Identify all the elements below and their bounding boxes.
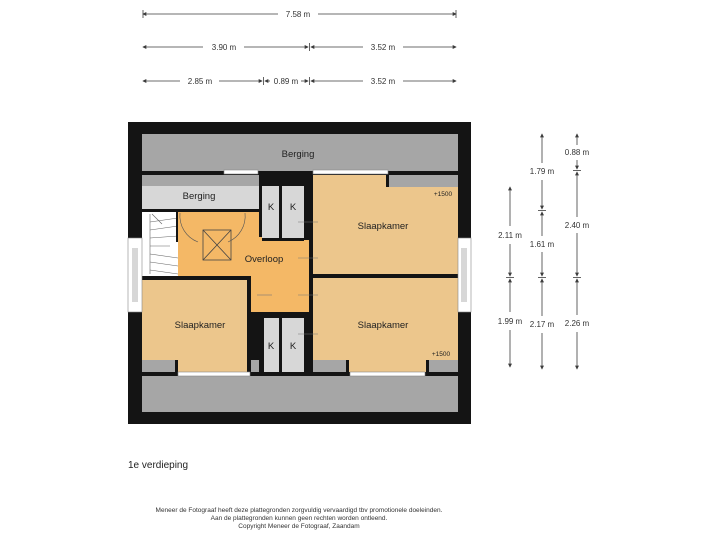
hatch-cross: [202, 229, 232, 261]
k-top-bottomwall: [262, 238, 304, 241]
dimension-lines-horizontal: [142, 12, 457, 83]
k-bottom-right-area: [282, 318, 304, 372]
wall-mid-horizontal: [309, 274, 458, 278]
roof-zone-bottom: [142, 376, 458, 412]
wall-left-room-top: [142, 276, 250, 280]
window-gap-right: [461, 248, 467, 302]
slaapkamer-bottom-right-label: Slaapkamer: [358, 320, 409, 331]
k-top-leftwall: [259, 175, 262, 237]
height-bottom-right-label: +1500: [432, 351, 451, 358]
window-gap-left: [132, 248, 138, 302]
inner-dark-band-top: [142, 171, 458, 175]
dim-089-label: 0.89 m: [274, 77, 299, 86]
footer-line-1: Meneer de Fotograaf heeft deze plattegro…: [155, 507, 443, 514]
wall-left-room-right: [247, 276, 251, 372]
slaapkamer-bottom-right-roof: [429, 360, 458, 372]
stair-arrow: [151, 213, 163, 225]
window: [223, 169, 259, 175]
berging-left-wall: [142, 209, 262, 212]
slaapkamer-top-right-room: [313, 175, 458, 274]
slaapkamer-top-right-roofedge: [386, 175, 389, 187]
dim-285-label: 2.85 m: [188, 77, 213, 86]
dim-total-label: 7.58 m: [286, 10, 311, 19]
slaapkamer-bottom-left-roof: [142, 360, 175, 372]
dim-088-label: 0.88 m: [565, 148, 590, 157]
dim-240-label: 2.40 m: [565, 221, 590, 230]
dim-226-label: 2.26 m: [565, 319, 590, 328]
dim-352b-label: 3.52 m: [371, 77, 396, 86]
dimension-lines-vertical: [508, 133, 579, 370]
roof-zone-top: [142, 134, 458, 171]
slaapkamer-bottom-right-roofedge2: [346, 360, 349, 372]
k-top-left-area: [262, 186, 279, 240]
k-top-left-label: K: [268, 202, 275, 213]
slaapkamer-bottom-left-roof2: [251, 360, 259, 372]
k-top-right-label: K: [290, 202, 297, 213]
k-bottom-left-area: [264, 318, 279, 372]
stair-steps: [149, 217, 179, 275]
slaapkamer-bottom-left-label: Slaapkamer: [175, 320, 226, 331]
hatch: [202, 229, 232, 261]
dimension-ticks: [142, 10, 457, 85]
stair-wall: [176, 212, 179, 242]
dim-217-label: 2.17 m: [530, 320, 555, 329]
dim-199-label: 1.99 m: [498, 317, 523, 326]
overloop-label: Overloop: [245, 254, 284, 265]
dim-179-label: 1.79 m: [530, 167, 555, 176]
slaapkamer-top-right-label: Slaapkamer: [358, 221, 409, 232]
dim-352-label: 3.52 m: [371, 43, 396, 52]
inner-dark-band-bottom: [142, 372, 458, 376]
k-bottom-leftwall: [259, 316, 264, 374]
berging-left-label: Berging: [183, 191, 216, 202]
window: [312, 169, 389, 175]
footer-line-3: Copyright Meneer de Fotograaf, Zaandam: [238, 523, 360, 530]
k-top-right-area: [282, 186, 304, 240]
k-bottom-divider: [279, 316, 282, 374]
dim-211-label: 2.11 m: [498, 231, 522, 240]
slaapkamer-top-right-roof: [389, 175, 458, 187]
slaapkamer-bottom-left-room: [142, 280, 247, 372]
window: [349, 371, 426, 377]
k-bottom-right-label: K: [290, 341, 297, 352]
dim-161-label: 1.61 m: [530, 240, 555, 249]
height-top-right-label: +1500: [434, 191, 453, 198]
slaapkamer-bottom-right-roofedge: [426, 360, 429, 372]
k-bottom-left-label: K: [268, 341, 275, 352]
footer-disclaimer: Meneer de Fotograaf heeft deze plattegro…: [0, 507, 598, 531]
window: [177, 371, 251, 377]
door-arc-1: [179, 212, 199, 243]
slaapkamer-bottom-right-room: [313, 278, 458, 372]
k-top-divider: [279, 175, 282, 240]
berging-top-label: Berging: [282, 149, 315, 160]
slaapkamer-bottom-left-roofedge: [175, 360, 178, 372]
k-top-rightwall: [304, 175, 309, 240]
slaapkamer-bottom-right-roof2: [313, 360, 346, 372]
door-marks: [257, 221, 318, 335]
footer-line-2: Aan de plattegronden kunnen geen rechten…: [210, 515, 388, 522]
dim-390-label: 3.90 m: [212, 43, 237, 52]
berging-left-roof: [142, 175, 260, 186]
door-arc-2: [227, 212, 246, 243]
overloop-corridor: [262, 240, 309, 312]
stairs: [149, 213, 179, 275]
k-bottom-topwall: [262, 312, 309, 316]
floor-label: 1e verdieping: [128, 460, 189, 471]
overloop-room: [178, 212, 262, 276]
k-bottom-rightwall: [304, 316, 309, 374]
vertical-ticks: [506, 170, 581, 278]
